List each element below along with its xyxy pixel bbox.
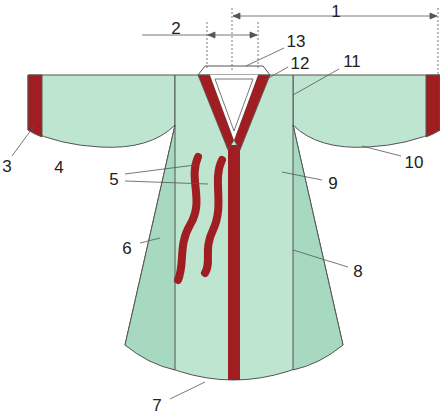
leader-line xyxy=(125,181,208,184)
sleeve-shape xyxy=(28,75,175,147)
extension-line xyxy=(258,22,259,70)
dimension-line xyxy=(142,35,257,36)
neck-band xyxy=(198,66,270,75)
right-sleeve xyxy=(293,75,440,147)
callout-number: 7 xyxy=(152,396,161,413)
left-sleeve xyxy=(28,75,175,147)
cuff-band xyxy=(28,75,42,137)
sleeve-shape xyxy=(293,75,440,147)
callout-number: 5 xyxy=(109,171,118,188)
callout-number: 11 xyxy=(343,53,361,70)
leader-line xyxy=(282,172,322,180)
dimension-lines xyxy=(142,8,438,75)
robe-body xyxy=(125,75,343,380)
leader-line xyxy=(125,165,195,174)
tie-ribbon xyxy=(205,160,222,273)
callout-number: 9 xyxy=(328,175,337,192)
callout-number: 12 xyxy=(291,55,310,72)
leader-line xyxy=(12,126,34,156)
placket-band xyxy=(228,145,240,380)
callout-number: 10 xyxy=(405,154,424,171)
dimension-arrows xyxy=(208,32,257,38)
callout-number: 4 xyxy=(54,159,63,176)
callout-number: 3 xyxy=(2,158,11,175)
side-gore xyxy=(125,125,175,370)
callout-number: 1 xyxy=(331,2,340,19)
leader-line xyxy=(170,382,205,399)
cuff-band xyxy=(426,75,440,137)
leader-line xyxy=(265,67,288,80)
callout-number: 6 xyxy=(122,240,131,257)
tie-ribbon xyxy=(178,157,198,280)
extension-line xyxy=(232,8,233,70)
leader-line xyxy=(293,69,339,95)
extension-line xyxy=(207,22,208,70)
callout-number: 13 xyxy=(287,33,306,50)
inner-collar xyxy=(215,79,253,131)
leader-line xyxy=(246,48,284,66)
leader-line xyxy=(362,146,401,156)
neck-opening xyxy=(210,75,258,140)
callout-number: 2 xyxy=(171,20,180,37)
leader-lines xyxy=(12,48,401,399)
leader-line xyxy=(140,238,160,243)
extension-line xyxy=(438,8,439,75)
side-gore xyxy=(293,125,343,370)
leader-line xyxy=(293,250,348,267)
callout-number: 8 xyxy=(353,263,362,280)
